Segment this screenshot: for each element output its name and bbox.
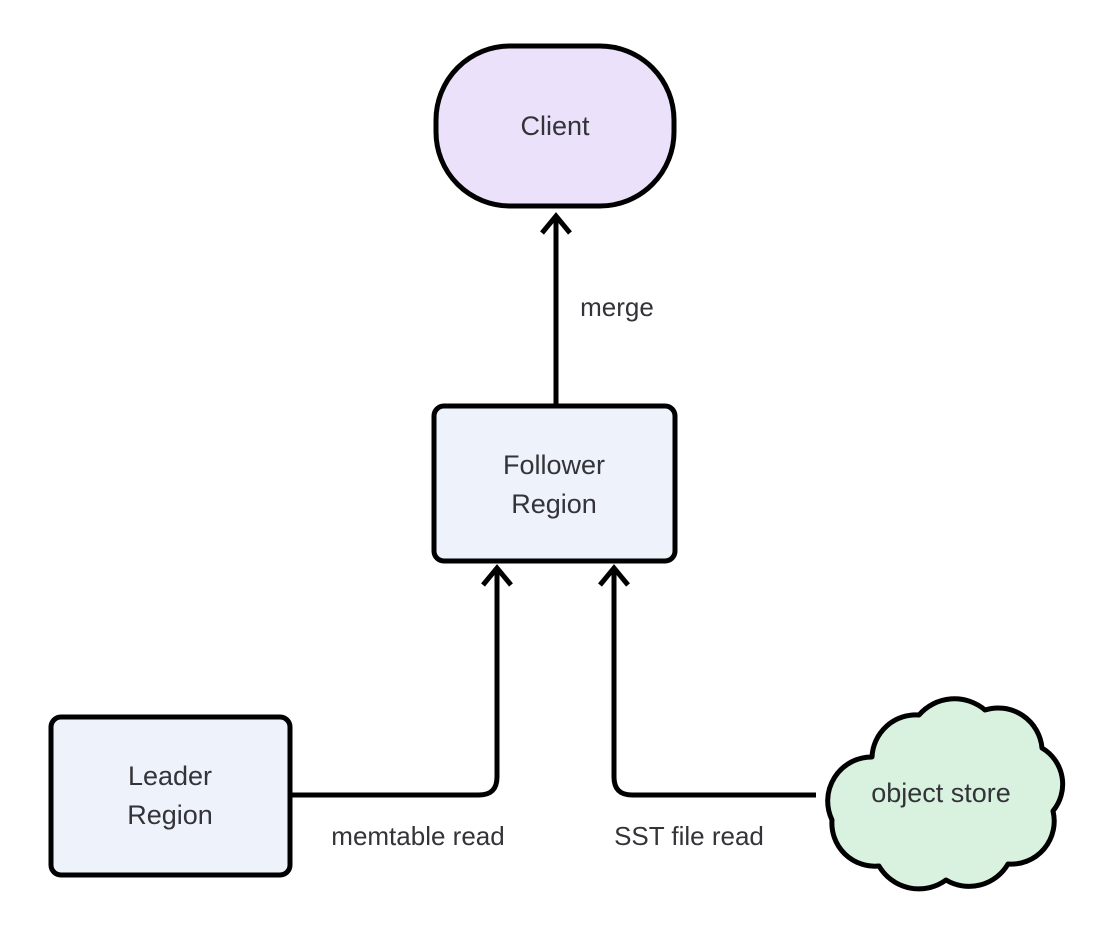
arrow-head-follower-right <box>598 564 630 587</box>
client-shape[interactable] <box>433 43 677 209</box>
follower-region-label-line2: Region <box>511 489 597 519</box>
leader-region-shape[interactable] <box>48 714 293 878</box>
edge-line-leader-follower <box>290 571 500 798</box>
follower-region-label-line1: Follower <box>503 450 605 480</box>
edge-line-objectstore-follower <box>611 571 816 798</box>
client-label: Client <box>520 111 590 141</box>
edge-label-merge: merge <box>580 292 654 322</box>
object-store-label: object store <box>871 778 1011 808</box>
leader-region-label-line2: Region <box>127 800 213 830</box>
node-leader-region[interactable]: Leader Region <box>48 714 293 878</box>
node-follower-region[interactable]: Follower Region <box>431 403 678 564</box>
leader-region-label-line1: Leader <box>128 761 212 791</box>
node-client[interactable]: Client <box>433 43 677 209</box>
follower-region-shape[interactable] <box>431 403 678 564</box>
edge-leader-to-follower: memtable read <box>290 564 513 851</box>
edge-label-sst-file-read: SST file read <box>614 821 764 851</box>
edge-objectstore-to-follower: SST file read <box>598 564 816 851</box>
object-store-shape[interactable] <box>825 696 1066 892</box>
arrow-head-follower-left <box>481 564 513 587</box>
edge-follower-to-client: merge <box>540 212 654 406</box>
node-object-store[interactable]: object store <box>825 696 1066 892</box>
arrow-head-client <box>540 212 572 235</box>
edge-label-memtable-read: memtable read <box>331 821 504 851</box>
